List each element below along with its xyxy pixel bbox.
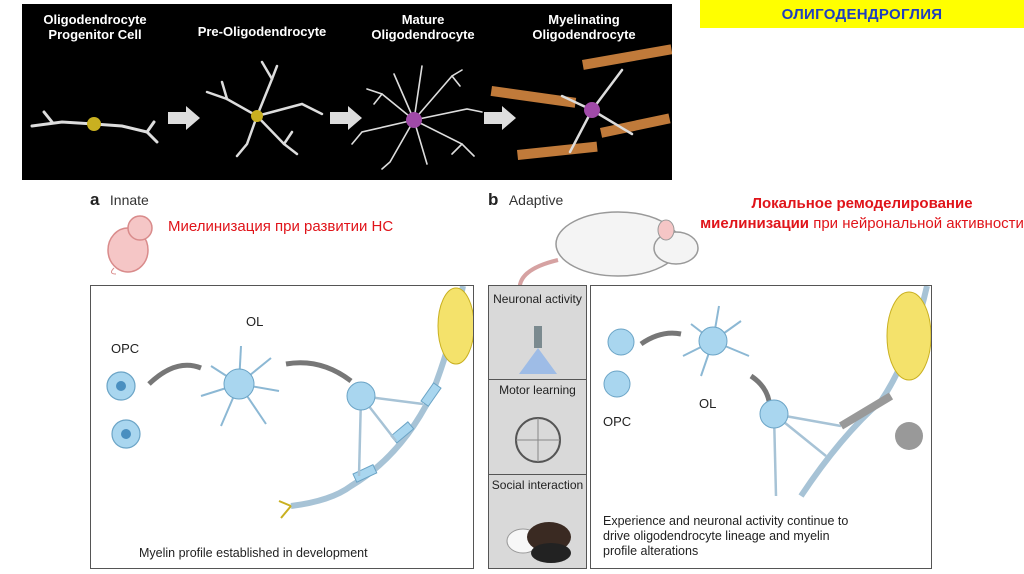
panel-a-name: Innate bbox=[109, 192, 149, 208]
panel-b-caption-line: profile alterations bbox=[603, 544, 699, 558]
panel-a-arrow-icon bbox=[147, 362, 202, 386]
newborn-mouse-icon bbox=[107, 215, 153, 275]
stage-label-mature: Mature Oligodendrocyte bbox=[348, 12, 498, 42]
panel-a-opc-label: OPC bbox=[111, 341, 140, 356]
stage-label-pre-ol: Pre-Oligodendrocyte bbox=[182, 24, 342, 39]
panel-b-caption-line: Experience and neuronal activity continu… bbox=[603, 514, 849, 528]
panel-a-arrow-icon bbox=[285, 360, 353, 383]
stage-label-myelinating: Myelinating Oligodendrocyte bbox=[504, 12, 664, 42]
pre-ol-nucleus bbox=[251, 110, 263, 122]
stage-arrow-icon bbox=[330, 106, 362, 130]
side-divider bbox=[489, 474, 586, 475]
panel-a-ol-label: OL bbox=[246, 314, 264, 329]
panel-b-note: Локальное ремоделирование миелинизации п… bbox=[700, 194, 1024, 234]
panel-b-arrow-icon bbox=[639, 330, 682, 347]
running-wheel-icon bbox=[515, 417, 561, 463]
panel-b-neuron-body bbox=[886, 291, 931, 381]
panel-b-ol-label: OL bbox=[699, 396, 717, 411]
side-item-neuronal-activity: Neuronal activity bbox=[493, 292, 582, 306]
panel-a-note: Миелинизация при развитии НС bbox=[168, 218, 394, 235]
stage-label-opc: Oligodendrocyte Progenitor Cell bbox=[30, 12, 160, 42]
panel-b-note-bold: Локальное ремоделирование миелинизации bbox=[700, 195, 973, 232]
panel-b-sidebar: Neuronal activity Motor learning Social … bbox=[488, 285, 587, 569]
stage-illustrations bbox=[30, 44, 672, 170]
panel-b-grey-axon bbox=[838, 392, 894, 430]
panel-b-opc-label: OPC bbox=[603, 414, 632, 429]
panel-a-box: OPC OL Myelin pro bbox=[90, 285, 474, 569]
panel-a-axon-terminal bbox=[278, 500, 292, 519]
differentiation-strip: Oligodendrocyte Progenitor Cell Pre-Olig… bbox=[22, 4, 672, 180]
panel-b-myelinating-ol bbox=[759, 399, 789, 429]
slide-title-badge: ОЛИГОДЕНДРОГЛИЯ bbox=[700, 0, 1024, 28]
stage-label-line: Oligodendrocyte bbox=[371, 27, 475, 42]
panel-a-ol-body bbox=[223, 368, 255, 400]
myelin-sheath-illustration bbox=[490, 44, 672, 160]
stage-arrow-icon bbox=[168, 106, 200, 130]
panel-a-caption: Myelin profile established in developmen… bbox=[139, 546, 368, 560]
stage-label-line: Pre-Oligodendrocyte bbox=[197, 24, 327, 39]
slide-title: ОЛИГОДЕНДРОГЛИЯ bbox=[781, 5, 943, 23]
stage-label-line: Myelinating bbox=[548, 12, 620, 27]
panel-a-neuron-body bbox=[437, 287, 473, 365]
panel-b-grey-synapse bbox=[895, 422, 923, 450]
myelinating-ol-nucleus bbox=[584, 102, 600, 118]
mice-group-icon bbox=[506, 522, 571, 563]
panel-b-name: Adaptive bbox=[508, 192, 564, 208]
panel-a-illustration bbox=[106, 286, 473, 519]
opc-nucleus bbox=[87, 117, 101, 131]
panel-a-letter: a bbox=[90, 190, 100, 209]
stage-label-line: Oligodendrocyte bbox=[43, 12, 147, 27]
side-item-motor-learning: Motor learning bbox=[499, 383, 576, 397]
panel-b-letter: b bbox=[488, 190, 499, 209]
stage-label-line: Progenitor Cell bbox=[48, 27, 142, 42]
panel-a-myelin-segments bbox=[352, 382, 442, 483]
panel-b-ol-body bbox=[698, 326, 728, 356]
panel-b-caption-line: drive oligodendrocyte lineage and myelin bbox=[603, 529, 830, 543]
panel-b-box: OPC OL Experience and neuronal activity … bbox=[590, 285, 932, 569]
panel-b-opc-cells bbox=[603, 328, 635, 398]
electrode-icon bbox=[519, 326, 557, 374]
panel-b-illustration bbox=[603, 286, 931, 498]
panel-a-myelinating-ol bbox=[346, 381, 376, 411]
mature-ol-nucleus bbox=[406, 112, 422, 128]
opc-cell-illustration bbox=[30, 110, 159, 144]
stage-label-line: Oligodendrocyte bbox=[532, 27, 636, 42]
panel-b-header: b Adaptive bbox=[488, 190, 563, 210]
pre-ol-cell-illustration bbox=[205, 60, 324, 158]
panel-a-header: a Innate bbox=[90, 190, 149, 210]
stage-label-line: Mature bbox=[401, 12, 445, 27]
side-divider bbox=[489, 379, 586, 380]
panel-b-caption: Experience and neuronal activity continu… bbox=[603, 514, 848, 559]
panel-b-note-rest: при нейрональной активности bbox=[809, 215, 1024, 232]
adult-mouse-icon bbox=[517, 211, 699, 293]
stage-arrow-icon bbox=[484, 106, 516, 130]
panel-b-arrow-icon bbox=[749, 373, 772, 402]
side-item-social-interaction: Social interaction bbox=[491, 478, 584, 492]
